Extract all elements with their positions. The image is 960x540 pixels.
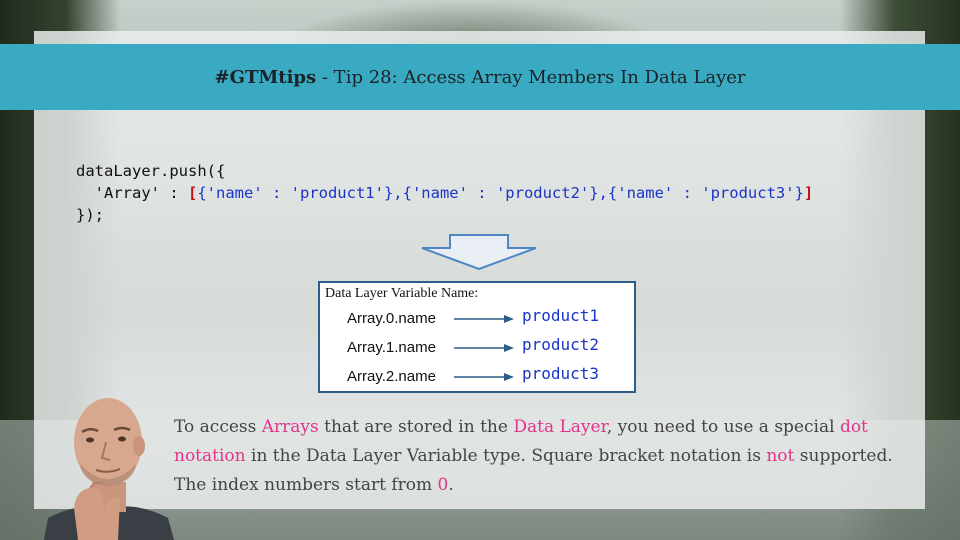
code-block: dataLayer.push({ 'Array' : [{'name' : 'p… (76, 160, 813, 226)
variable-row: Array.2.name product3 (320, 364, 638, 390)
right-arrow-icon (454, 373, 514, 381)
desc-text: To access (174, 417, 262, 437)
variable-value: product3 (522, 364, 600, 383)
title-text: - Tip 28: Access Array Members In Data L… (316, 66, 746, 88)
variable-value: product1 (522, 306, 600, 325)
title-bar: #GTMtips - Tip 28: Access Array Members … (0, 44, 960, 110)
desc-text: . (448, 475, 454, 495)
desc-highlight: dot notation (174, 417, 868, 466)
desc-text: supported. The index numbers start from (174, 446, 893, 495)
down-arrow-icon (421, 234, 537, 270)
code-line-2: 'Array' : [{'name' : 'product1'},{'name'… (76, 182, 814, 204)
right-arrow-icon (454, 344, 514, 352)
desc-text: in the Data Layer Variable type. Square … (245, 446, 767, 466)
code-line-3: }); (76, 206, 104, 224)
presenter-photo (44, 398, 174, 540)
variable-box-title: Data Layer Variable Name: (325, 286, 479, 301)
description-text: To access Arrays that are stored in the … (174, 413, 904, 500)
variable-name-box: Data Layer Variable Name: Array.0.name p… (318, 281, 636, 393)
variable-name: Array.0.name (347, 310, 436, 327)
desc-text: that are stored in the (318, 417, 514, 437)
right-arrow-icon (454, 315, 514, 323)
variable-row: Array.1.name product2 (320, 335, 638, 361)
code-array-key: 'Array' : (76, 184, 188, 202)
content-panel (34, 31, 925, 509)
desc-text: , you need to use a special (606, 417, 840, 437)
desc-highlight: Arrays (261, 417, 319, 437)
variable-value: product2 (522, 335, 600, 354)
variable-row: Array.0.name product1 (320, 306, 638, 332)
title-hashtag: #GTMtips (214, 66, 317, 88)
code-close-bracket: ] (803, 184, 814, 202)
desc-highlight: 0 (437, 475, 449, 495)
code-line-1: dataLayer.push({ (76, 162, 226, 180)
variable-name: Array.2.name (347, 368, 436, 385)
variable-name: Array.1.name (347, 339, 436, 356)
desc-highlight: Data Layer (513, 417, 607, 437)
desc-highlight: not (766, 446, 795, 466)
code-array-content: {'name' : 'product1'},{'name' : 'product… (197, 184, 804, 202)
slide-title: #GTMtips - Tip 28: Access Array Members … (215, 67, 746, 88)
code-open-bracket: [ (187, 184, 198, 202)
